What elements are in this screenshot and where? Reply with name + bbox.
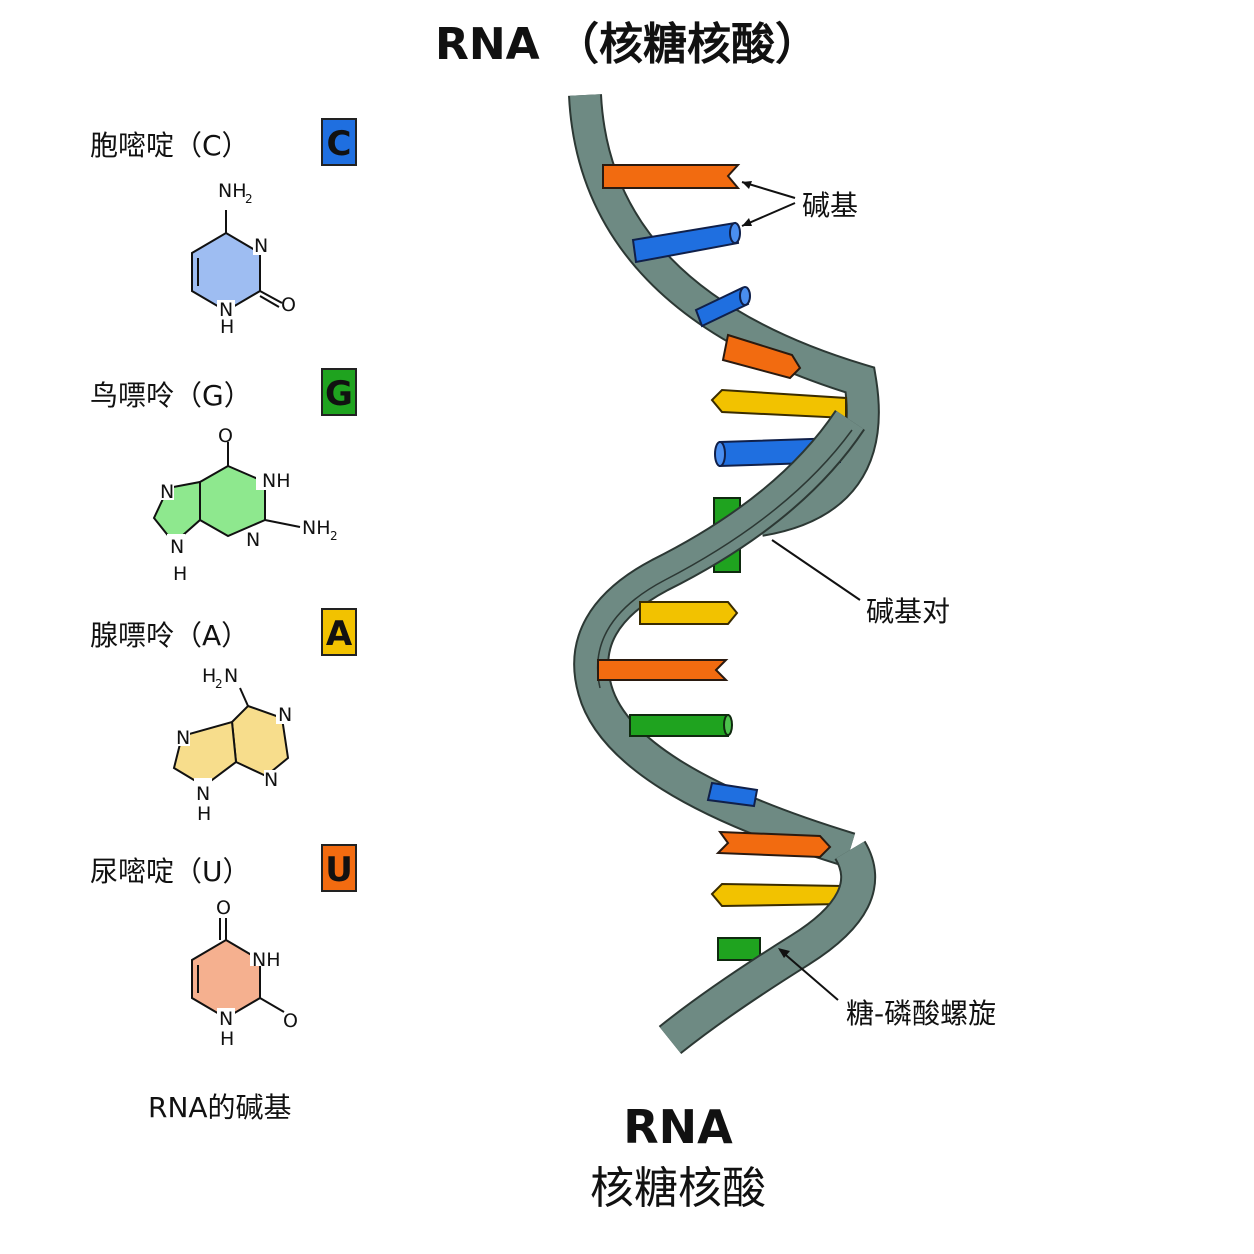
badge-uracil: U [321, 844, 357, 892]
base-bar-12 [715, 830, 832, 859]
base-bar-10 [629, 714, 733, 737]
base-bar-8 [639, 601, 739, 625]
badge-guanine: G [321, 368, 357, 416]
svg-text:H: H [173, 563, 187, 585]
bases-pointer-2 [741, 202, 796, 227]
svg-text:N: N [246, 529, 260, 551]
base-bar-5 [710, 388, 847, 420]
bases-caption: RNA的碱基 [148, 1091, 292, 1124]
adenine-structure: H 2 N N N N N H [172, 665, 292, 825]
svg-text:H: H [197, 803, 211, 825]
cytosine-structure: NH 2 N N H O [191, 180, 296, 338]
svg-text:N: N [224, 665, 238, 687]
svg-text:O: O [216, 897, 231, 919]
base-name-adenine: 腺嘌呤（A） [90, 619, 250, 652]
backbone-pointer [779, 949, 839, 1001]
svg-text:N: N [170, 536, 184, 558]
base-name-cytosine: 胞嘧啶（C） [90, 129, 250, 162]
label-backbone: 糖-磷酸螺旋 [846, 997, 997, 1030]
base-bar-1 [602, 164, 741, 189]
svg-text:2: 2 [215, 677, 223, 691]
base-bar-13 [710, 882, 843, 908]
svg-text:N: N [160, 481, 174, 503]
cytosine-nh2-label: NH [218, 180, 247, 202]
base-name-uracil: 尿嘧啶（U） [90, 855, 251, 888]
label-bases: 碱基 [802, 189, 859, 222]
page-title: RNA （核糖核酸） [434, 19, 820, 70]
svg-text:H: H [220, 1028, 234, 1050]
base-bar-3 [694, 286, 751, 328]
svg-text:NH: NH [252, 949, 281, 971]
svg-text:H: H [202, 665, 216, 687]
svg-text:NH: NH [262, 470, 291, 492]
svg-text:O: O [218, 425, 233, 447]
cytosine-n-label: N [254, 235, 268, 257]
base-bar-2 [631, 221, 741, 264]
svg-text:H: H [220, 316, 234, 338]
svg-text:N: N [264, 769, 278, 791]
guanine-structure: O NH NH 2 N N N H [152, 425, 338, 585]
badge-cytosine: C [321, 118, 357, 166]
cytosine-nh-label: N [219, 299, 233, 321]
base-bar-9 [597, 659, 729, 681]
svg-text:N: N [176, 727, 190, 749]
svg-text:O: O [283, 1010, 298, 1032]
base-pair-pointer [771, 539, 861, 601]
svg-text:N: N [219, 1008, 233, 1030]
bases-pointer-1 [741, 181, 796, 199]
svg-text:2: 2 [245, 192, 253, 206]
svg-text:N: N [278, 704, 292, 726]
cytosine-o-label: O [281, 294, 296, 316]
base-bar-4 [721, 333, 802, 380]
base-name-guanine: 鸟嘌呤（G） [90, 379, 252, 412]
bottom-subtitle: 核糖核酸 [590, 1163, 766, 1214]
badge-adenine: A [321, 608, 357, 656]
bottom-title: RNA [623, 1100, 733, 1154]
uracil-structure: O NH N H O [191, 897, 298, 1050]
svg-text:NH: NH [302, 517, 331, 539]
base-bar-11 [706, 781, 759, 808]
svg-text:N: N [196, 783, 210, 805]
base-bar-14 [717, 937, 761, 961]
label-base-pair: 碱基对 [866, 595, 951, 628]
svg-text:2: 2 [330, 529, 338, 543]
